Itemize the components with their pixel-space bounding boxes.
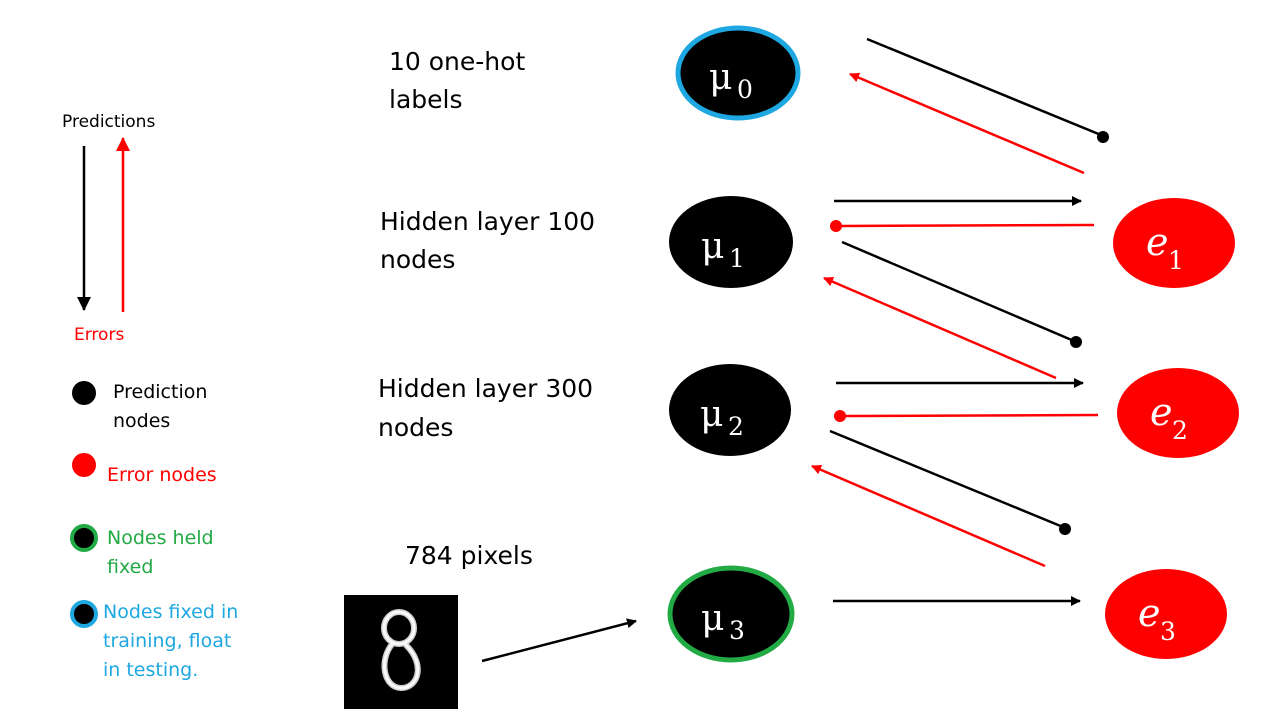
legend-prediction-nodes-line2: nodes	[113, 410, 170, 432]
e3-subscript: 3	[1160, 617, 1176, 646]
mu3-symbol: μ	[701, 598, 724, 639]
e1-to-mu1-error-line	[839, 223, 1095, 228]
e1-to-mu1-error-dot	[830, 220, 842, 232]
mu0-symbol: μ	[709, 57, 732, 98]
legend-error-nodes-label: Error nodes	[107, 464, 217, 486]
mu2-prediction-line	[829, 429, 1064, 529]
hidden2-layer-line1: Hidden layer 300	[378, 374, 593, 403]
e1-symbol: e	[1146, 220, 1169, 264]
e1-subscript: 1	[1168, 246, 1184, 275]
e2-to-mu1-error-arrow	[823, 276, 1057, 380]
node-mu2: μ 2	[669, 364, 791, 456]
legend-fixed-training-node-dot	[70, 600, 98, 628]
node-mu3: μ 3	[667, 565, 795, 663]
legend-error-node-dot	[72, 453, 96, 477]
legend-fixed-node-dot	[70, 524, 98, 552]
mu2-subscript: 2	[728, 412, 744, 441]
legend-fixed-nodes-line2: fixed	[107, 556, 153, 578]
e2-subscript: 2	[1172, 416, 1188, 445]
mu0-prediction-dot	[1097, 131, 1109, 143]
labels-layer-line2: labels	[389, 85, 463, 114]
e1-to-mu0-error-arrow	[849, 72, 1085, 175]
legend: Predictions Errors Prediction nodes Erro…	[62, 112, 238, 681]
digit-eight-icon	[344, 595, 458, 709]
input-to-mu3-arrow	[481, 618, 637, 663]
hidden2-layer-line2: nodes	[378, 413, 453, 442]
node-e3: e 3	[1105, 569, 1227, 659]
legend-fixed-training-line3: in testing.	[103, 659, 198, 681]
node-mu0: μ 0	[675, 25, 801, 121]
labels-layer-line1: 10 one-hot	[389, 47, 525, 76]
e2-to-mu2-error-dot	[834, 410, 846, 422]
e2-symbol: e	[1150, 390, 1173, 434]
mu2-prediction-dot	[1059, 523, 1071, 535]
node-mu1: μ 1	[669, 196, 793, 288]
hidden1-layer-line2: nodes	[380, 245, 455, 274]
mu0-prediction-line	[866, 37, 1102, 137]
legend-fixed-nodes-line1: Nodes held	[107, 527, 214, 549]
layer-labels: 10 one-hot labels Hidden layer 100 nodes…	[378, 47, 595, 570]
node-e2: e 2	[1117, 368, 1239, 458]
connections	[481, 37, 1109, 663]
mu1-symbol: μ	[701, 226, 724, 267]
mu1-prediction-dot	[1070, 336, 1082, 348]
node-e1: e 1	[1113, 198, 1235, 288]
hidden1-layer-line1: Hidden layer 100	[380, 207, 595, 236]
mu3-subscript: 3	[729, 616, 745, 645]
legend-prediction-node-dot	[72, 381, 96, 405]
e3-symbol: e	[1138, 591, 1161, 635]
mu1-prediction-line	[841, 240, 1075, 343]
mu0-subscript: 0	[737, 75, 753, 104]
pixels-layer-label: 784 pixels	[405, 541, 533, 570]
legend-fixed-training-line1: Nodes fixed in	[103, 601, 238, 623]
legend-prediction-nodes-line1: Prediction	[113, 381, 207, 403]
e3-to-mu2-error-arrow	[811, 464, 1046, 568]
legend-errors-label: Errors	[74, 325, 124, 345]
e2-to-mu2-error-line	[844, 413, 1099, 418]
mu1-subscript: 1	[729, 244, 745, 273]
legend-fixed-training-line2: training, float	[103, 630, 231, 652]
legend-predictions-label: Predictions	[62, 112, 155, 132]
mu2-symbol: μ	[700, 394, 723, 435]
